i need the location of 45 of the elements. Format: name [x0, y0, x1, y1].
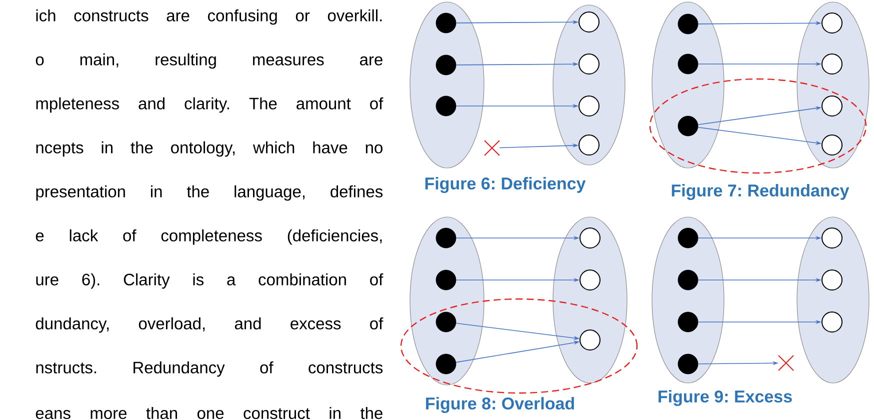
text-line: mpleteness and clarity. The amount of	[36, 97, 384, 113]
text-line: dundancy, overload, and excess of	[36, 317, 384, 333]
filled-dot	[436, 96, 456, 116]
hollow-circle	[580, 228, 600, 248]
text-line: presentation in the language, defines	[36, 185, 383, 201]
hollow-circle	[578, 12, 600, 32]
hollow-circle	[578, 54, 600, 74]
text-line: ure 6). Clarity is a combination of	[36, 273, 384, 289]
filled-dot	[678, 54, 698, 74]
hollow-circle	[580, 270, 600, 290]
text-line: ncepts in the ontology, which have no	[36, 141, 382, 157]
filled-dot	[436, 312, 456, 332]
cross-mark	[484, 140, 500, 156]
hollow-circle	[578, 96, 600, 116]
filled-dot	[678, 312, 698, 332]
oval-region	[410, 2, 484, 168]
text-line: nstructs. Redundancy of constructs	[36, 361, 383, 377]
hollow-circle	[578, 134, 600, 156]
filled-dot	[436, 12, 456, 34]
figure-caption: Figure 9: Excess	[658, 390, 792, 406]
hollow-circle	[580, 330, 600, 350]
hollow-circle	[822, 12, 842, 34]
figure-caption: Figure 6: Deficiency	[425, 177, 586, 193]
hollow-circle	[822, 312, 842, 332]
filled-dot	[436, 270, 456, 290]
filled-dot	[678, 228, 698, 248]
hollow-circle	[822, 54, 842, 74]
filled-dot	[436, 54, 456, 76]
hollow-circle	[822, 96, 842, 116]
filled-dot	[436, 354, 456, 374]
figure-caption: Figure 8: Overload	[426, 397, 574, 413]
filled-dot	[678, 354, 698, 374]
filled-dot	[678, 116, 698, 136]
filled-dot	[678, 270, 698, 290]
text-line: o main, resulting measures are	[36, 53, 382, 69]
text-line: eans more than one construct in the	[36, 406, 382, 420]
figure-caption: Figure 7: Redundancy	[672, 184, 850, 200]
filled-dot	[678, 14, 698, 34]
cross-mark	[778, 355, 794, 371]
hollow-circle	[822, 134, 842, 156]
hollow-circle	[822, 270, 842, 290]
hollow-circle	[822, 228, 842, 248]
text-line: e lack of completeness (deficiencies,	[36, 229, 382, 245]
text-line: ich constructs are confusing or overkill.	[36, 9, 382, 25]
filled-dot	[436, 228, 456, 248]
